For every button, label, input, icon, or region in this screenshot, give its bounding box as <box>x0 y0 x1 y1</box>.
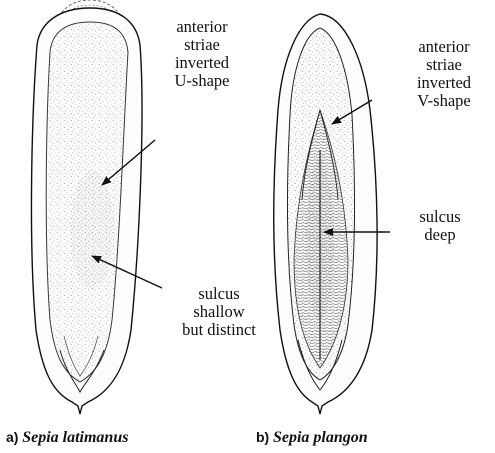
annotation-line: striae <box>404 56 484 74</box>
annotation-line: deep <box>400 226 480 244</box>
caption-species-a: Sepia latimanus <box>22 429 128 446</box>
annotation-line: shallow <box>160 303 278 321</box>
annotation-a-anterior-striae: anterior striae inverted U-shape <box>162 18 242 90</box>
caption-a: a) Sepia latimanus <box>6 428 128 447</box>
annotation-line: V-shape <box>404 92 484 110</box>
annotation-b-anterior-striae: anterior striae inverted V-shape <box>404 38 484 110</box>
annotation-line: sulcus <box>160 285 278 303</box>
caption-letter-b: b) <box>256 429 269 445</box>
annotation-line: U-shape <box>162 72 242 90</box>
caption-b: b) Sepia plangon <box>256 428 368 447</box>
annotation-line: inverted <box>162 54 242 72</box>
annotation-line: striae <box>162 36 242 54</box>
caption-letter-a: a) <box>6 429 18 445</box>
annotation-line: inverted <box>404 74 484 92</box>
annotation-b-sulcus: sulcus deep <box>400 208 480 244</box>
cuttlebone-b <box>274 14 377 414</box>
annotation-line: anterior <box>404 38 484 56</box>
annotation-line: but distinct <box>160 321 278 339</box>
annotation-line: sulcus <box>400 208 480 226</box>
annotation-a-sulcus: sulcus shallow but distinct <box>160 285 278 339</box>
caption-species-b: Sepia plangon <box>273 429 368 446</box>
cuttlebone-a <box>31 0 142 414</box>
annotation-line: anterior <box>162 18 242 36</box>
